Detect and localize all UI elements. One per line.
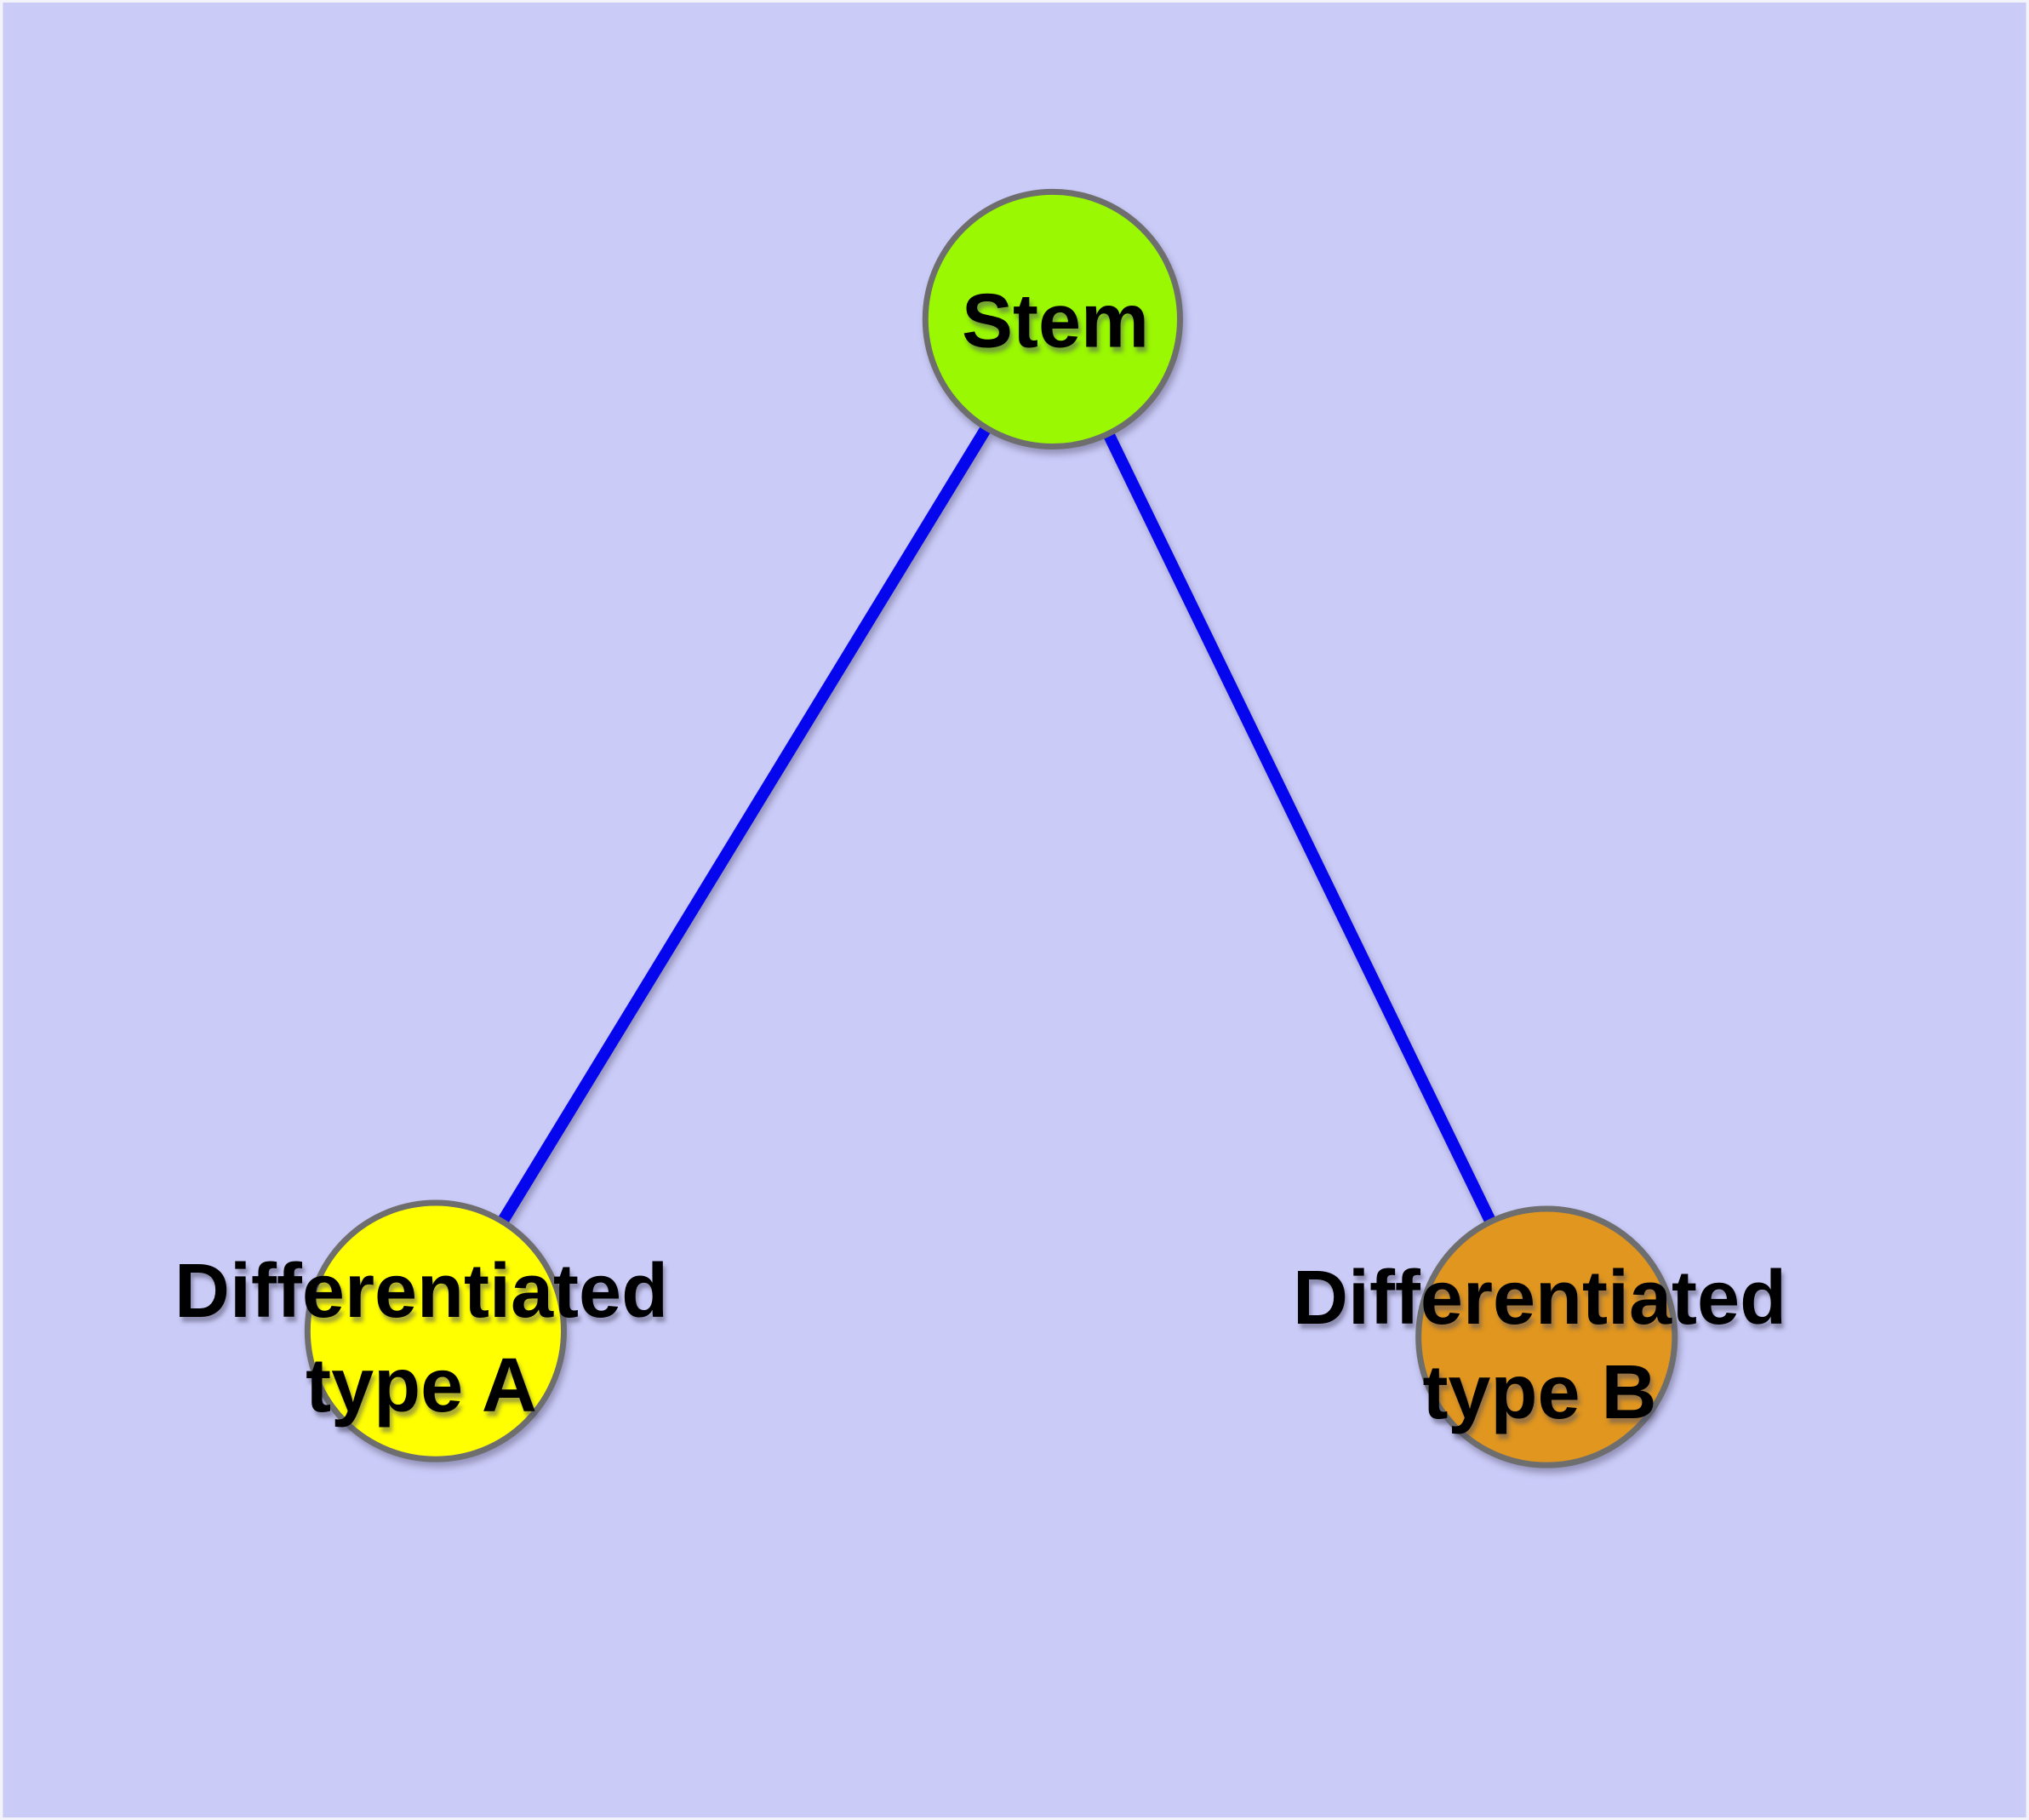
node-circle-stem [922,188,1183,450]
node-circle-differentiated-type-a [304,1199,567,1462]
node-circle-differentiated-type-b [1415,1205,1678,1468]
graph-svg [3,3,2026,1817]
edge-stem-to-type-a [430,316,1058,1335]
edge-stem-to-type-b [1047,316,1552,1340]
